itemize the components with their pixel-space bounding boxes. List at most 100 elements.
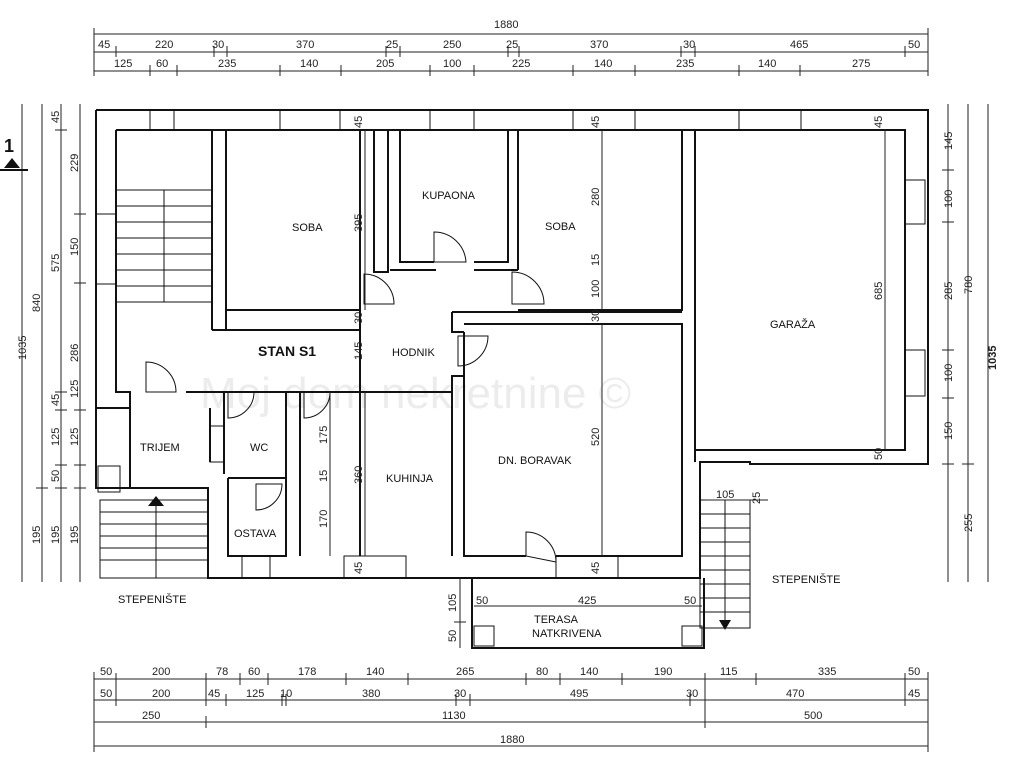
dim-bot-10: 190: [654, 666, 672, 678]
dim-top-7: 25: [506, 39, 518, 51]
room-dn-boravak: DN. BORAVAK: [498, 455, 572, 467]
room-trijem: TRIJEM: [140, 442, 180, 454]
dim-in-soba-right-c: 15: [590, 254, 602, 266]
dim-bot-13: 50: [908, 666, 920, 678]
dim-bot-2: 200: [152, 666, 170, 678]
building-walls: [95, 109, 929, 649]
dim-bot-r2-4: 125: [246, 688, 264, 700]
dim-left-229: 229: [69, 154, 81, 172]
dimensions-right: 145 100 285 100 150 780 255 1035: [942, 104, 999, 582]
dim-in-terasa-l: 50: [476, 595, 488, 607]
dim-bot-r2-11: 45: [908, 688, 920, 700]
dim-left-840: 840: [31, 294, 43, 312]
dim-top-r2-11: 275: [852, 58, 870, 70]
dim-in-stair-w: 105: [716, 489, 734, 501]
dim-top-r2-1: 125: [114, 58, 132, 70]
dim-top-r2-3: 235: [218, 58, 236, 70]
dim-top-r2-4: 140: [300, 58, 318, 70]
dim-bot-4: 60: [248, 666, 260, 678]
dimensions-left: 1035 840 195 45 575 286 45 125 50 195 22…: [17, 104, 86, 582]
dim-bot-r2-9: 30: [686, 688, 698, 700]
room-kupaona: KUPAONA: [422, 190, 476, 202]
dim-top-5: 25: [386, 39, 398, 51]
room-ostava: OSTAVA: [234, 528, 277, 540]
dim-top-r2-6: 100: [443, 58, 461, 70]
dim-right-145: 145: [943, 132, 955, 150]
dim-in-soba-right-d: 100: [590, 280, 602, 298]
dim-in-garaza: 685: [873, 282, 885, 300]
dim-in-terasa-wall: 50: [447, 630, 459, 642]
dim-right-150: 150: [943, 422, 955, 440]
dim-left-50: 50: [50, 470, 62, 482]
section-marker: 1: [0, 136, 28, 171]
stair-up-arrow-icon: [148, 496, 164, 506]
dim-top-2: 220: [155, 39, 173, 51]
dim-right-100b: 100: [943, 364, 955, 382]
dim-left-125c: 125: [69, 428, 81, 446]
dim-left-286: 286: [69, 344, 81, 362]
dim-top-3: 30: [212, 39, 224, 51]
room-hodnik: HODNIK: [392, 347, 435, 359]
dim-bot-3: 78: [216, 666, 228, 678]
dim-top-r2-7: 225: [512, 58, 530, 70]
door-trijem: [145, 361, 177, 393]
dim-bot-6: 140: [366, 666, 384, 678]
dim-top-11: 50: [908, 39, 920, 51]
dims-left-text: 1035 840 195 45 575 286 45 125 50 195 22…: [17, 111, 81, 544]
dim-left-125b: 125: [69, 380, 81, 398]
dim-bot-r2-2: 200: [152, 688, 170, 700]
section-arrow-icon: [4, 158, 20, 168]
dim-bot-11: 115: [720, 666, 738, 678]
dim-bot-12: 335: [818, 666, 836, 678]
dim-in-terasa-w: 425: [578, 595, 596, 607]
dim-in-garaza-bottom: 50: [873, 448, 885, 460]
dim-bot-r2-6: 380: [362, 688, 380, 700]
dim-right-285: 285: [943, 282, 955, 300]
dim-bot-r3-2: 1130: [442, 710, 466, 722]
dim-left-195b: 195: [50, 526, 62, 544]
front-stair-treads: [100, 511, 208, 561]
dim-top-8: 370: [590, 39, 608, 51]
dim-left-1035: 1035: [17, 336, 29, 360]
dim-left-195a: 195: [31, 526, 43, 544]
dimensions-bottom: 50 200 78 60 178 140 265 80 140 190 115 …: [93, 666, 929, 752]
room-wc: WC: [250, 442, 268, 454]
dim-in-soba-right-b: 280: [590, 188, 602, 206]
room-garaza: GARAŽA: [770, 318, 816, 331]
dim-right-1035: 1035: [987, 346, 999, 370]
dim-top-r2-5: 205: [376, 58, 394, 70]
left-stair-treads: [116, 205, 212, 287]
section-marker-label: 1: [4, 136, 14, 156]
dim-in-hodnik: 145: [353, 342, 365, 360]
dim-in-terasa-depth: 105: [447, 594, 459, 612]
dim-bot-8: 80: [536, 666, 548, 678]
dim-bot-r2-10: 470: [786, 688, 804, 700]
dim-in-terasa-r: 50: [684, 595, 696, 607]
dim-top-r2-2: 60: [156, 58, 168, 70]
dim-left-575: 575: [50, 254, 62, 272]
dim-top-10: 465: [790, 39, 808, 51]
door-soba-right: [511, 271, 545, 305]
dim-bot-r3-1: 250: [142, 710, 160, 722]
dim-in-wall-a: 45: [353, 116, 365, 128]
plan-title: STAN S1: [258, 343, 316, 359]
dim-bot-total: 1880: [500, 734, 524, 746]
dim-top-r2-10: 140: [758, 58, 776, 70]
dimensions-top: 1880 45 220 30 370 25 250 25 370 30 465 …: [93, 19, 929, 76]
watermark-text: Moj dom nekretnine ©: [200, 369, 631, 418]
dim-bot-r2-5: 10: [280, 688, 292, 700]
door-terrace: [525, 531, 557, 563]
dim-in-soba-right-a: 45: [590, 116, 602, 128]
stair-down-arrow-icon: [719, 620, 731, 630]
dim-top-6: 250: [443, 39, 461, 51]
dim-bot-r2-1: 50: [100, 688, 112, 700]
inner-dimensions: 45 395 30 145 360 45 175 15 170 45 280 1…: [318, 116, 885, 642]
dim-in-soba-right-e: 30: [590, 310, 602, 322]
dim-in-stair-wall: 25: [751, 492, 763, 504]
label-natkrivena: NATKRIVENA: [532, 628, 602, 640]
dim-in-wc-c: 170: [318, 510, 330, 528]
dim-left-195c: 195: [69, 526, 81, 544]
dim-in-boravak-bottom: 45: [590, 562, 602, 574]
room-kuhinja: KUHINJA: [386, 473, 434, 485]
